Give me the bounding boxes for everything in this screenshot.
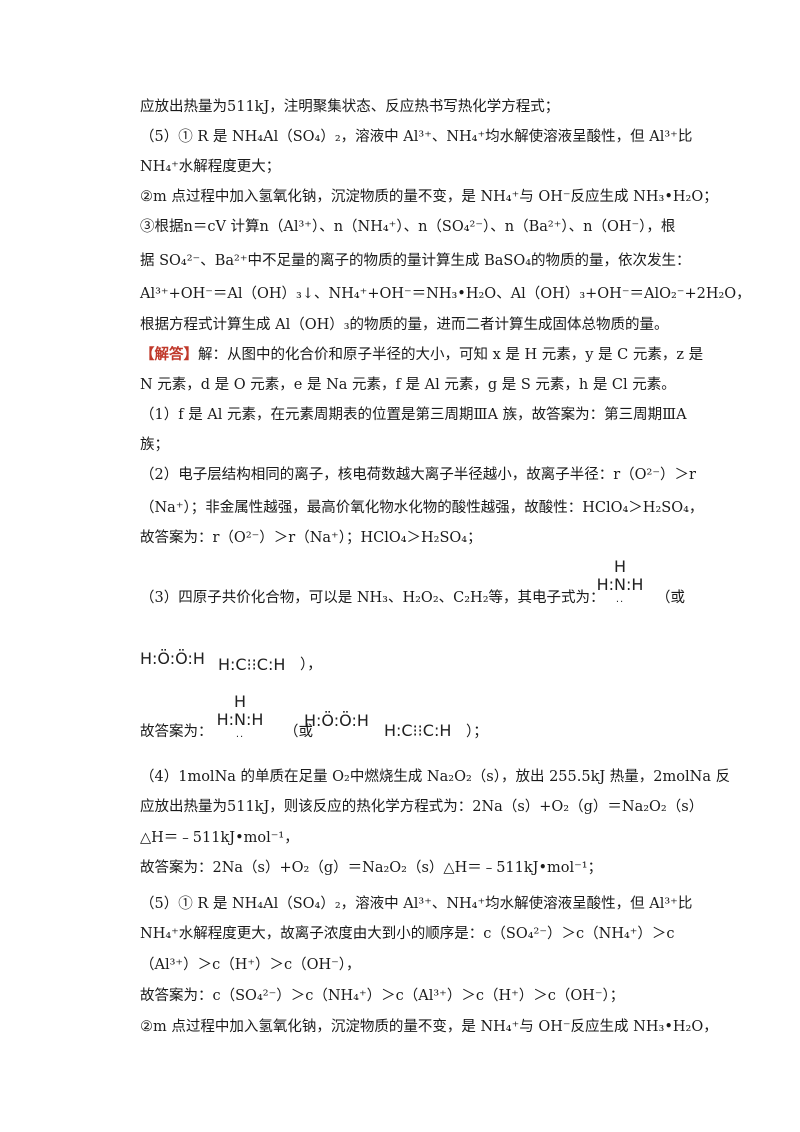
answer-line: 【解答】解：从图中的化合价和原子半径的大小，可知 x 是 H 元素，y 是 C … bbox=[140, 345, 703, 365]
nh3-electron-formula: H H:N:H ·· bbox=[216, 692, 264, 744]
text-line: （或 bbox=[284, 724, 313, 740]
text-line: 解：从图中的化合价和原子半径的大小，可知 x 是 H 元素，y 是 C 元素，z… bbox=[198, 347, 704, 363]
answer-tag: 【解答】 bbox=[140, 346, 198, 363]
text-line: N 元素，d 是 O 元素，e 是 Na 元素，f 是 Al 元素，g 是 S … bbox=[140, 377, 676, 393]
text-line: ③根据n＝cV 计算n（Al³⁺）、n（NH₄⁺）、n（SO₄²⁻）、n（Ba²… bbox=[140, 219, 676, 235]
h2o2-electron-formula: H:Ö:Ö:H bbox=[304, 711, 369, 730]
text-line: ②m 点过程中加入氢氧化钠，沉淀物质的量不变，是 NH₄⁺与 OH⁻反应生成 N… bbox=[140, 1019, 718, 1035]
c2h2-electron-formula: H:C⁝⁝C:H bbox=[384, 721, 452, 740]
text-line: 故答案为： bbox=[140, 724, 213, 740]
text-line: ）； bbox=[466, 724, 488, 740]
text-line: （2）电子层结构相同的离子，核电荷数越大离子半径越小，故离子半径：r（O²⁻）＞… bbox=[140, 467, 696, 483]
text-line: 故答案为：r（O²⁻）＞r（Na⁺）；HClO₄＞H₂SO₄； bbox=[140, 530, 482, 546]
h2o2-electron-formula: H:Ö:Ö:H bbox=[140, 649, 205, 668]
text-line: ）， bbox=[300, 657, 322, 673]
text-line: 族； bbox=[140, 437, 169, 453]
text-line: （Al³⁺）＞c（H⁺）＞c（OH⁻）， bbox=[140, 957, 361, 973]
text-line: 据 SO₄²⁻、Ba²⁺中不足量的离子的物质的量计算生成 BaSO₄的物质的量，… bbox=[140, 253, 691, 269]
text-line: 故答案为：2Na（s）+O₂（g）＝Na₂O₂（s）△H＝﹣511kJ•mol⁻… bbox=[140, 860, 603, 876]
text-line: ②m 点过程中加入氢氧化钠，沉淀物质的量不变，是 NH₄⁺与 OH⁻反应生成 N… bbox=[140, 189, 718, 205]
text-line: 故答案为：c（SO₄²⁻）＞c（NH₄⁺）＞c（Al³⁺）＞c（H⁺）＞c（OH… bbox=[140, 988, 625, 1004]
text-line: （5）① R 是 NH₄Al（SO₄）₂，溶液中 Al³⁺、NH₄⁺均水解使溶液… bbox=[140, 896, 693, 912]
text-line: 应放出热量为511kJ，注明聚集状态、反应热书写热化学方程式； bbox=[140, 99, 560, 115]
text-line: （或 bbox=[656, 590, 685, 606]
text-line: Al³⁺+OH⁻＝Al（OH）₃↓、NH₄⁺+OH⁻＝NH₃•H₂O、Al（OH… bbox=[140, 286, 751, 302]
text-line: （1）f 是 Al 元素，在元素周期表的位置是第三周期ⅢA 族，故答案为：第三周… bbox=[140, 407, 687, 423]
text-line: （4）1molNa 的单质在足量 O₂中燃烧生成 Na₂O₂（s），放出 255… bbox=[140, 769, 731, 785]
text-line: △H＝﹣511kJ•mol⁻¹， bbox=[140, 830, 299, 846]
text-line: 根据方程式计算生成 Al（OH）₃的物质的量，进而二者计算生成固体总物质的量。 bbox=[140, 317, 669, 333]
text-line: （3）四原子共价化合物，可以是 NH₃、H₂O₂、C₂H₂等，其电子式为： bbox=[140, 590, 605, 606]
c2h2-electron-formula: H:C⁝⁝C:H bbox=[218, 655, 286, 674]
text-line: （Na⁺）；非金属性越强，最高价氧化物水化物的酸性越强，故酸性：HClO₄＞H₂… bbox=[140, 500, 704, 516]
text-line: 应放出热量为511kJ，则该反应的热化学方程式为：2Na（s）+O₂（g）＝Na… bbox=[140, 799, 704, 815]
text-line: NH₄⁺水解程度更大； bbox=[140, 159, 281, 175]
text-line: NH₄⁺水解程度更大，故离子浓度由大到小的顺序是：c（SO₄²⁻）＞c（NH₄⁺… bbox=[140, 926, 675, 942]
text-line: （5）① R 是 NH₄Al（SO₄）₂，溶液中 Al³⁺、NH₄⁺均水解使溶液… bbox=[140, 129, 693, 145]
nh3-electron-formula: H H:N:H ·· bbox=[596, 557, 644, 609]
